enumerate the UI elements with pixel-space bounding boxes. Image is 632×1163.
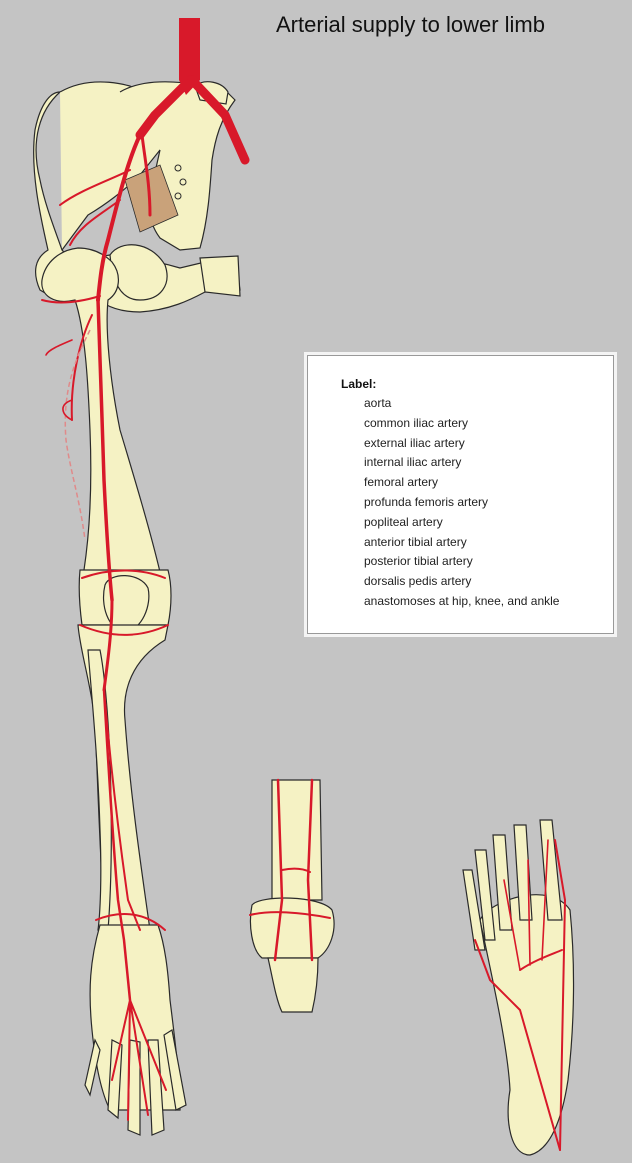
sacrospinous-muscle <box>124 164 179 233</box>
pelvis-bone <box>33 81 241 313</box>
femoral-artery <box>96 298 114 602</box>
ankle-arteries <box>249 778 331 962</box>
ankle-bones <box>249 779 335 1013</box>
knee-patella <box>78 569 172 633</box>
legend-item-profunda-femoris: profunda femoris artery <box>364 494 489 509</box>
label-legend: Label: aorta common iliac artery externa… <box>307 355 614 634</box>
legend-item-external-iliac: external iliac artery <box>364 435 465 450</box>
plantar-foot-bones <box>462 819 575 1156</box>
aorta-artery <box>179 18 200 95</box>
legend-item-anterior-tibial: anterior tibial artery <box>364 534 467 549</box>
anastomoses <box>41 295 169 931</box>
tibia-fibula <box>77 624 169 931</box>
profunda-femoris-artery <box>64 314 93 541</box>
internal-iliac-artery <box>59 133 152 246</box>
common-iliac-artery <box>135 75 250 165</box>
legend-heading: Label: <box>341 377 377 391</box>
popliteal-artery <box>102 598 114 692</box>
legend-item-posterior-tibial: posterior tibial artery <box>364 554 473 569</box>
legend-item-femoral: femoral artery <box>364 475 439 490</box>
plantar-arteries <box>474 839 566 1151</box>
legend-item-anastomoses: anastomoses at hip, knee, and ankle <box>364 593 560 608</box>
diagram-title: Arterial supply to lower limb <box>276 12 545 37</box>
posterior-tibial-artery <box>103 689 141 931</box>
external-iliac-artery <box>96 133 142 302</box>
legend-item-internal-iliac: internal iliac artery <box>364 455 462 470</box>
main-foot <box>84 924 187 1136</box>
legend-item-dorsalis-pedis: dorsalis pedis artery <box>364 574 472 589</box>
legend-list: aorta common iliac artery external iliac… <box>364 394 559 612</box>
legend-item-aorta: aorta <box>364 396 392 410</box>
legend-item-common-iliac: common iliac artery <box>364 415 469 430</box>
dorsalis-pedis-artery <box>111 999 167 1121</box>
legend-item-popliteal: popliteal artery <box>364 514 443 529</box>
